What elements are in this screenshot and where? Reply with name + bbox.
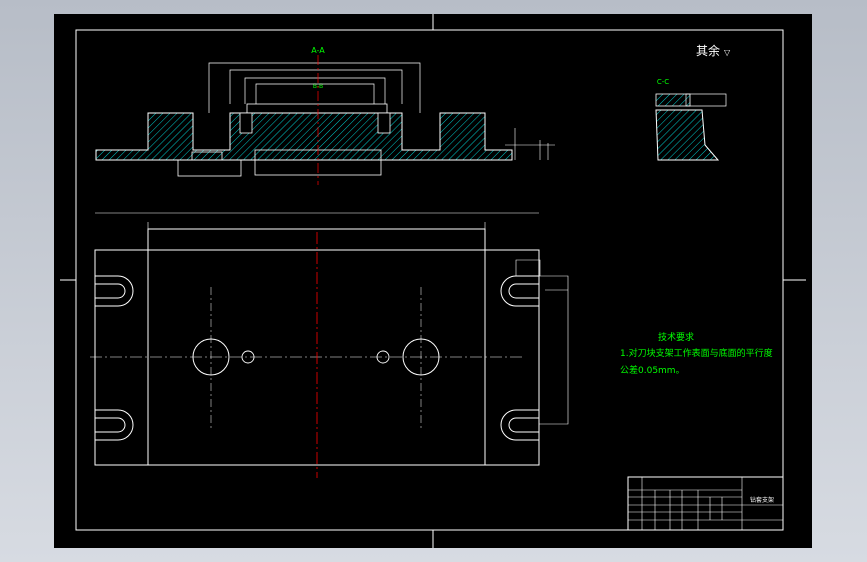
tech-req-line-1: 1.对刀块支架工作表面与底面的平行度 bbox=[620, 347, 773, 359]
section-cc-label: C-C bbox=[657, 78, 669, 86]
u-slot-top-left-inner bbox=[95, 283, 126, 299]
section-aa-right-dims bbox=[505, 128, 555, 160]
central-boss bbox=[246, 103, 388, 114]
title-block-grid bbox=[628, 477, 783, 530]
section-aa-label: A-A bbox=[311, 46, 325, 55]
section-aa-dim-frames bbox=[208, 62, 421, 113]
tech-req-line-2: 公差0.05mm。 bbox=[620, 364, 685, 376]
pin-hole-left bbox=[241, 350, 255, 364]
section-aa-view bbox=[95, 55, 555, 185]
section-aa-hatch bbox=[95, 112, 513, 161]
u-slot-top-right bbox=[500, 275, 539, 307]
section-cc-hatch bbox=[655, 109, 720, 161]
u-slot-top-right-inner bbox=[508, 283, 539, 299]
u-slot-bottom-left bbox=[95, 409, 134, 441]
plan-right-dims bbox=[515, 259, 569, 425]
title-block: 钻套支架 bbox=[627, 476, 784, 531]
section-cc-top bbox=[655, 93, 691, 107]
centering-marks bbox=[60, 14, 806, 548]
section-cc-view bbox=[655, 93, 727, 161]
technical-requirements: 技术要求 1.对刀块支架工作表面与底面的平行度 公差0.05mm。 bbox=[620, 331, 773, 376]
u-slot-bottom-right-inner bbox=[508, 417, 539, 433]
plan-inner-outline bbox=[147, 228, 486, 466]
title-block-part-name: 钻套支架 bbox=[750, 496, 774, 504]
u-slot-top-left bbox=[95, 275, 134, 307]
u-slot-bottom-right bbox=[500, 409, 539, 441]
roughness-symbol: ▽ bbox=[724, 48, 731, 57]
section-aa-holes bbox=[239, 112, 391, 134]
pin-hole-right bbox=[376, 350, 390, 364]
u-slot-bottom-left-inner bbox=[95, 417, 126, 433]
section-cc-dim-box bbox=[685, 93, 727, 107]
tech-req-title: 技术要求 bbox=[658, 331, 694, 343]
title-block-outline bbox=[627, 476, 784, 531]
roughness-note: 其余 bbox=[696, 43, 720, 58]
u-slots bbox=[95, 275, 539, 441]
plan-view bbox=[90, 212, 569, 478]
